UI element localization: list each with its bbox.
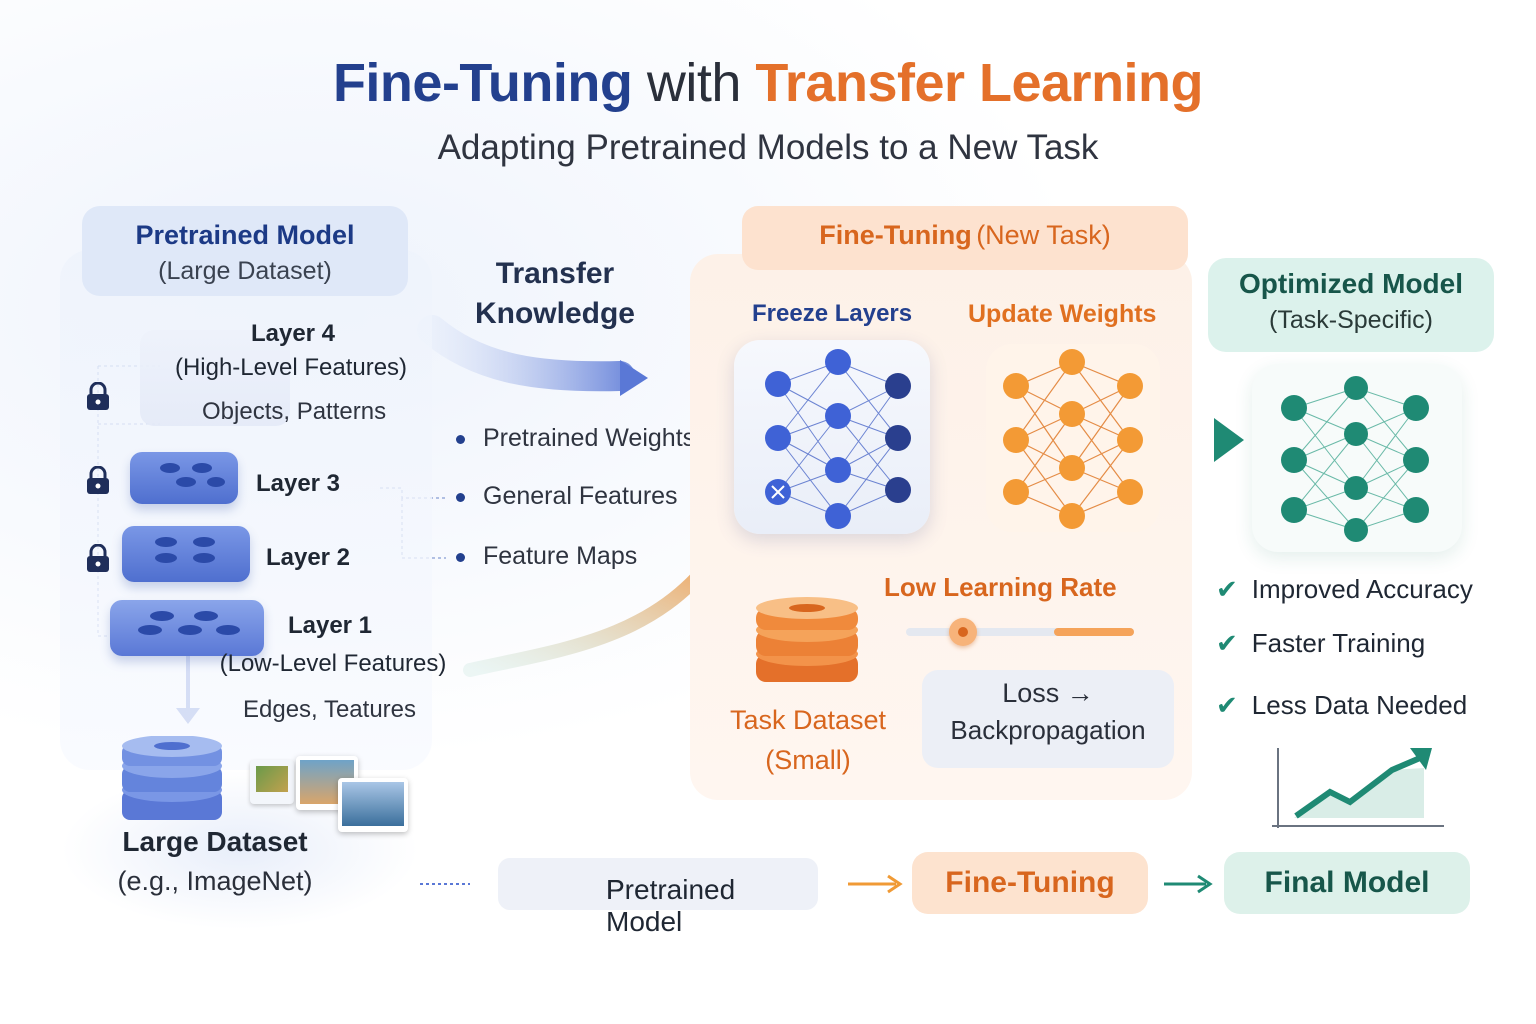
bullet-pretrained-weights: Pretrained Weights: [456, 424, 695, 453]
benefit-improved-accuracy: ✔ Improved Accuracy: [1216, 574, 1473, 605]
flow-fine-tuning: Fine-Tuning: [912, 852, 1148, 914]
pretrained-model-title: Pretrained Model: [135, 220, 355, 250]
low-learning-rate-label: Low Learning Rate: [884, 572, 1117, 602]
transfer-line-2: Knowledge: [474, 297, 635, 330]
transfer-knowledge-label: Transfer Knowledge: [450, 254, 660, 334]
task-dataset-size: (Small): [765, 745, 851, 775]
frozen-network-icon: [765, 349, 911, 529]
layer-4-detail: Objects, Patterns: [202, 398, 387, 425]
database-icon: [122, 736, 222, 820]
lock-icon: [87, 544, 109, 572]
finetuning-header: Fine-Tuning (New Task): [742, 206, 1188, 270]
benefit-faster-training: ✔ Faster Training: [1216, 628, 1425, 659]
transfer-arrow: [417, 315, 635, 392]
optimized-model-subtitle: (Task-Specific): [1269, 306, 1433, 334]
large-dataset-example: (e.g., ImageNet): [117, 866, 313, 896]
layer-4-slab: [140, 330, 290, 426]
page-subtitle: Adapting Pretrained Models to a New Task: [437, 128, 1099, 167]
lock-icon: [87, 466, 109, 494]
slider-fill: [1054, 628, 1134, 636]
loss-text: Loss: [1002, 678, 1060, 708]
finetuning-title-suffix: (New Task): [976, 220, 1111, 250]
title-part-finetuning: Fine-Tuning: [332, 53, 633, 113]
layer-2-slab: [122, 526, 250, 582]
bullet-general-features: General Features: [456, 482, 678, 511]
pretrained-model-header: Pretrained Model (Large Dataset): [82, 206, 408, 296]
low-level-arrow: [463, 553, 719, 677]
task-dataset-label: Task Dataset (Small): [718, 700, 898, 780]
optimized-model-header: Optimized Model (Task-Specific): [1208, 258, 1494, 352]
title-part-transfer: Transfer Learning: [755, 53, 1204, 113]
title-part-with: with: [632, 53, 756, 113]
layer-1-label: Layer 1: [287, 612, 373, 639]
layer-4-label: Layer 4: [250, 320, 336, 347]
update-network-icon: [1003, 349, 1143, 529]
dataset-photo-1: [250, 760, 294, 804]
flow-pretrained-label: Pretrained Model: [606, 874, 736, 937]
flow-final-model: Final Model: [1224, 852, 1470, 914]
benefit-text: Less Data Needed: [1251, 690, 1468, 720]
layer-4-desc: (High-Level Features): [174, 354, 408, 381]
bullet-dot: [456, 552, 465, 562]
benefit-text: Improved Accuracy: [1251, 574, 1473, 604]
check-icon: ✔: [1216, 628, 1238, 658]
check-icon: ✔: [1216, 690, 1238, 720]
bullet-dot: [456, 434, 465, 444]
growth-chart-icon: [1272, 748, 1444, 828]
bullet-text: General Features: [483, 482, 678, 510]
learning-rate-slider: [906, 618, 1134, 646]
layer-1-detail: Edges, Teatures: [243, 696, 417, 723]
layer-1-desc: (Low-Level Features): [219, 650, 447, 677]
slider-track: [906, 628, 1134, 636]
large-dataset-title: Large Dataset: [122, 826, 308, 857]
freeze-layers-label: Freeze Layers: [752, 300, 913, 327]
update-weights-label: Update Weights: [968, 300, 1157, 328]
task-dataset-title: Task Dataset: [729, 705, 887, 735]
bullet-text: Feature Maps: [483, 542, 638, 570]
loss-backprop-box: Loss → Backpropagation: [922, 670, 1174, 768]
transfer-line-1: Transfer: [495, 257, 615, 290]
task-database-icon: [756, 597, 858, 682]
benefit-less-data: ✔ Less Data Needed: [1216, 690, 1467, 721]
bullet-feature-maps: Feature Maps: [456, 542, 637, 571]
finetuning-title: Fine-Tuning: [819, 220, 972, 250]
loss-arrow-glyph: →: [1066, 678, 1094, 708]
flow-pretrained-glyph: P: [606, 874, 625, 905]
benefit-text: Faster Training: [1251, 628, 1426, 658]
loss-label: Loss →: [922, 678, 1174, 709]
bullet-dot: [456, 492, 465, 502]
check-icon: ✔: [1216, 574, 1238, 604]
backprop-label: Backpropagation: [950, 715, 1146, 745]
layer-2-nodes: [155, 537, 215, 563]
slider-knob: [949, 618, 977, 646]
dataset-photo-3: [338, 778, 408, 832]
bullet-text: Pretrained Weights: [483, 424, 696, 452]
page-title: Fine-Tuning with Transfer Learning: [0, 52, 1536, 114]
layer-2-label: Layer 2: [265, 544, 351, 571]
pretrained-model-subtitle: (Large Dataset): [158, 257, 332, 285]
large-dataset: Large Dataset (e.g., ImageNet): [80, 826, 350, 897]
layer-3-label: Layer 3: [255, 470, 341, 497]
layer-1-nodes: [138, 611, 240, 635]
lock-icon: [87, 382, 109, 410]
layer-3-nodes: [160, 463, 225, 487]
optimized-network-icon: [1281, 376, 1429, 542]
optimized-model-title: Optimized Model: [1239, 268, 1463, 299]
